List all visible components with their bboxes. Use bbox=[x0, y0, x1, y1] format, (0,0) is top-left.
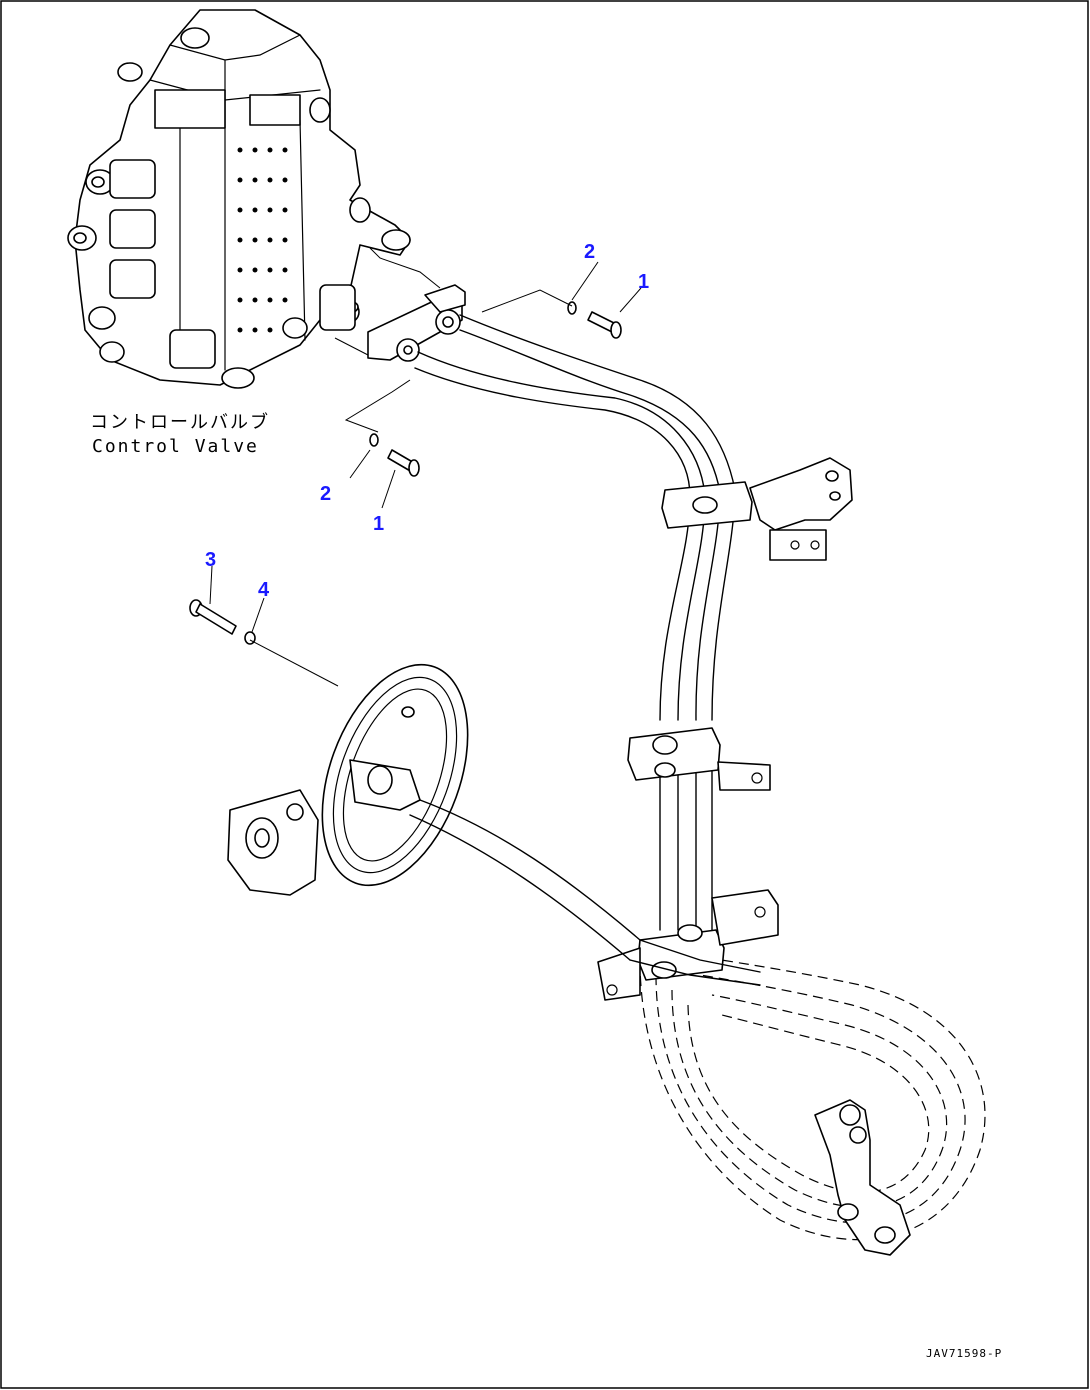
hose-clamp-middle bbox=[627, 727, 771, 791]
callout-2-upper: 2 bbox=[584, 241, 595, 263]
callout-2-lower: 2 bbox=[320, 483, 331, 505]
callout-1-lower: 1 bbox=[373, 513, 384, 535]
control-valve-label-en: Control Valve bbox=[92, 436, 259, 457]
callout-1-upper: 1 bbox=[638, 271, 649, 293]
callout-4: 4 bbox=[258, 579, 270, 601]
control-valve-label-jp: コントロールバルブ bbox=[90, 411, 270, 433]
hose-end-fittings bbox=[367, 284, 466, 362]
bolt-1-upper bbox=[587, 311, 622, 339]
washer-2-lower bbox=[369, 433, 379, 447]
figure-code: JAV71598-P bbox=[926, 1347, 1002, 1360]
control-valve-illustration bbox=[67, 9, 411, 389]
hose-bundle bbox=[414, 314, 986, 1241]
callout-3: 3 bbox=[205, 549, 216, 571]
bolt-3 bbox=[189, 599, 237, 635]
hose-clamp-upper bbox=[661, 457, 853, 561]
washer-2-upper bbox=[567, 301, 577, 315]
hose-end-bracket bbox=[814, 1099, 911, 1256]
swing-ring-assembly bbox=[227, 663, 761, 986]
bolt-1-lower bbox=[387, 449, 420, 477]
